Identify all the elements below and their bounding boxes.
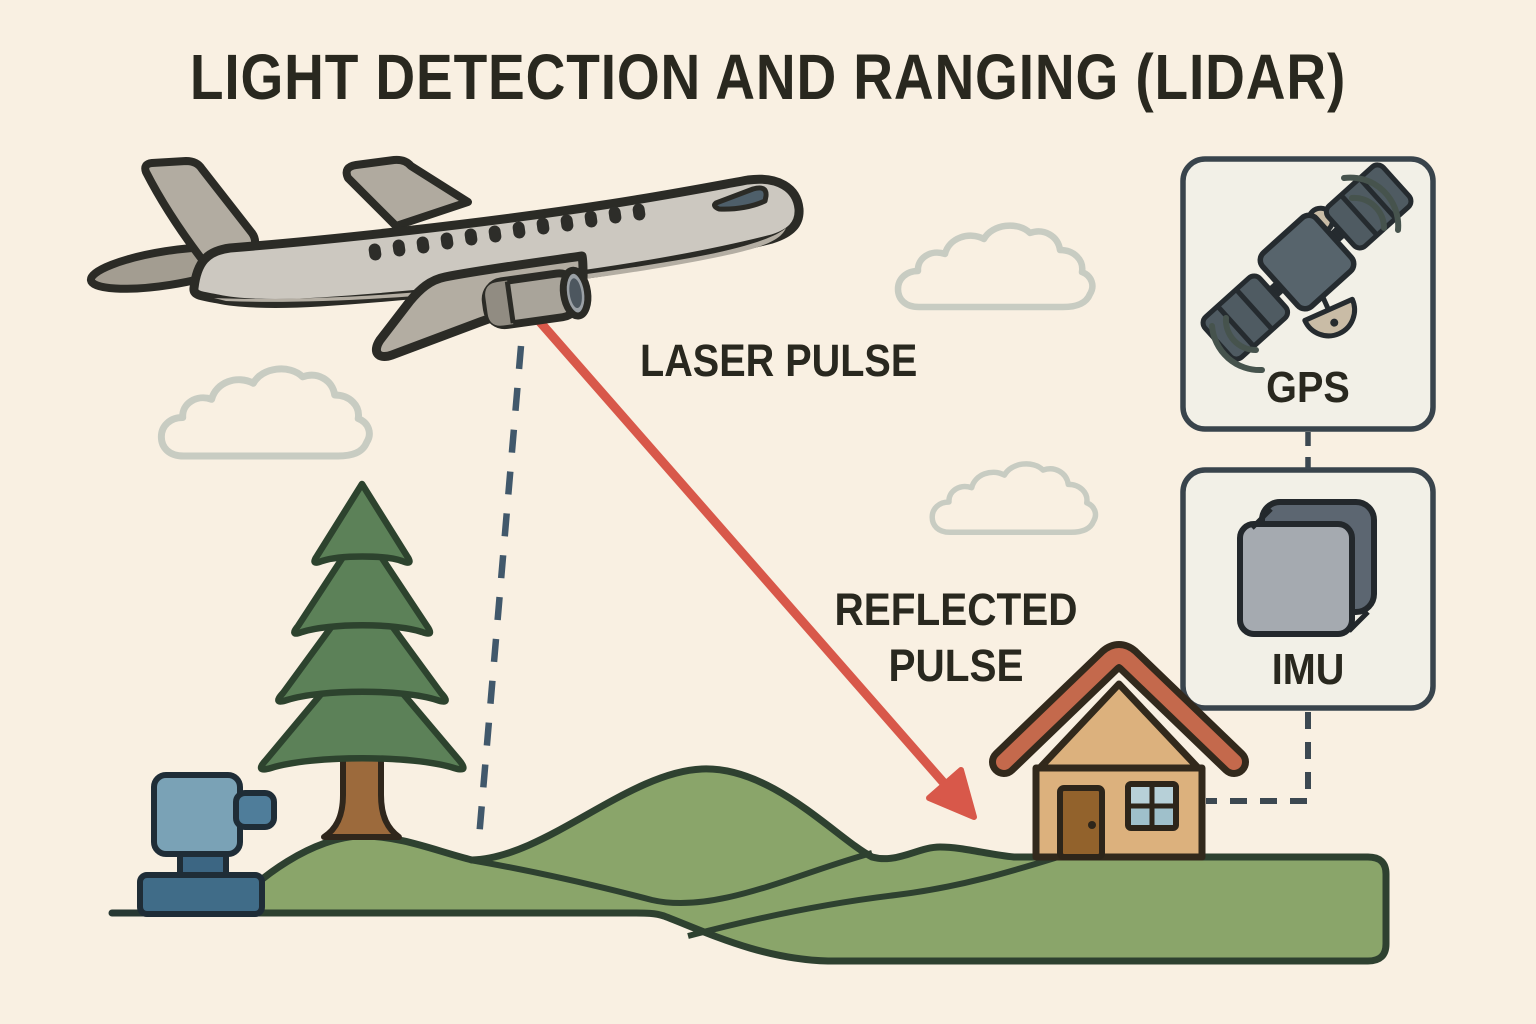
far-wing (342, 155, 472, 230)
satellite-icon (1200, 162, 1414, 374)
reflected-pulse-label: REFLECTED PULSE (812, 582, 1100, 694)
imu-cube-icon (1237, 499, 1377, 637)
reflected-pulse-line1: REFLECTED (834, 584, 1078, 635)
hills-terrain (224, 765, 1390, 965)
page-title: LIGHT DETECTION AND RANGING (LIDAR) (189, 41, 1347, 113)
house (989, 641, 1249, 861)
tail-fin (141, 157, 260, 266)
house-door (1057, 785, 1105, 860)
laser-pulse-arrow (535, 317, 977, 820)
pine-tree (257, 480, 467, 840)
altitude-dashed-line (475, 345, 525, 839)
imu-box (1180, 467, 1436, 711)
imu-label: IMU (1271, 645, 1345, 694)
engine (481, 266, 592, 330)
reflected-pulse-line2: PULSE (888, 640, 1024, 691)
laser-pulse-label: LASER PULSE (640, 335, 918, 386)
house-window (1125, 781, 1179, 831)
hill-crease-front (469, 850, 873, 907)
gps-box (1180, 156, 1436, 432)
airplane (86, 155, 804, 361)
gps-label: GPS (1266, 363, 1350, 412)
cockpit-window (712, 185, 769, 212)
windows-row (368, 203, 646, 261)
ground-scanner (137, 772, 277, 917)
hill-crease-lower (687, 854, 1059, 939)
imu-house-dashed-link (1206, 712, 1311, 804)
